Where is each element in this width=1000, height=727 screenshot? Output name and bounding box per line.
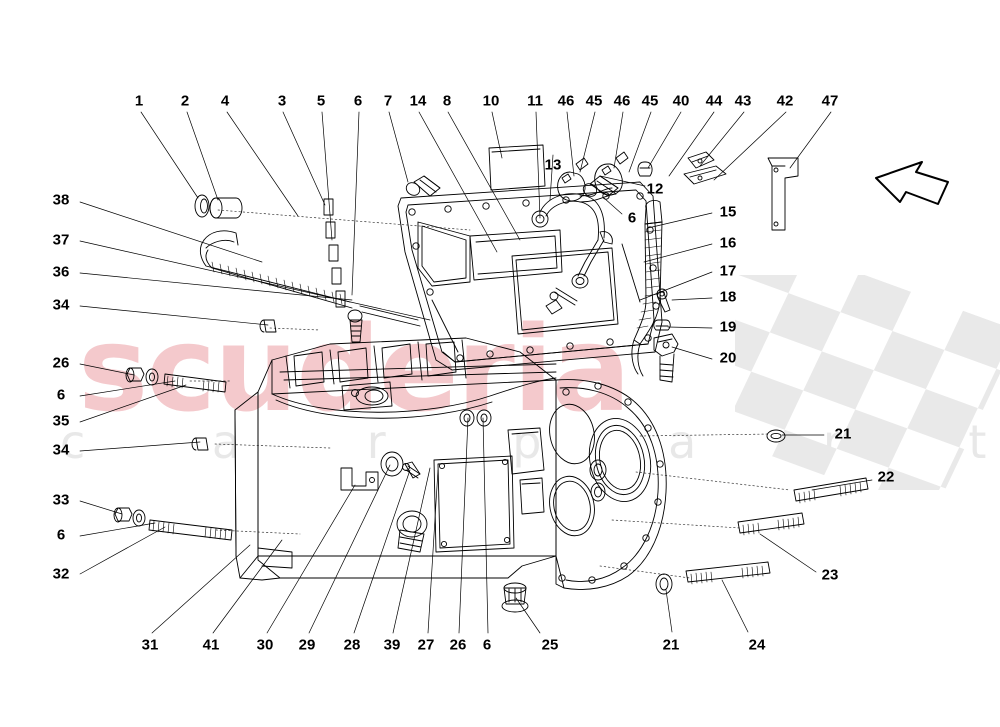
callout-41[interactable]: 41 <box>202 636 220 654</box>
part-28-bolt <box>402 461 421 479</box>
part-31-gearbox-housing <box>234 337 557 581</box>
parts-26-6-35-fasteners <box>125 367 227 393</box>
callout-45-a[interactable]: 45 <box>585 92 603 110</box>
callout-46-a[interactable]: 46 <box>557 92 575 110</box>
callout-7[interactable]: 7 <box>383 92 393 110</box>
part-34-lower-bush <box>191 437 209 451</box>
callout-8[interactable]: 8 <box>442 92 452 110</box>
callout-34-upper[interactable]: 34 <box>52 296 70 314</box>
callout-16[interactable]: 16 <box>719 234 737 252</box>
part-41-bracket-clip <box>340 467 379 491</box>
part-29-seal-ring <box>380 451 404 477</box>
parts-36-37-flex-hose <box>199 230 421 327</box>
part-14-small-bolt <box>549 287 578 306</box>
callout-36[interactable]: 36 <box>52 263 70 281</box>
callout-32[interactable]: 32 <box>52 565 70 583</box>
callout-45-b[interactable]: 45 <box>641 92 659 110</box>
callout-29[interactable]: 29 <box>298 636 316 654</box>
part-12-hose-fitting <box>571 231 613 289</box>
part-10-gasket-plate <box>488 144 546 191</box>
parts-26-6-housing-fasteners <box>459 409 492 427</box>
callout-24[interactable]: 24 <box>748 636 766 654</box>
callout-20[interactable]: 20 <box>719 349 737 367</box>
callout-21-upper[interactable]: 21 <box>834 425 852 443</box>
callout-2[interactable]: 2 <box>180 92 190 110</box>
callout-28[interactable]: 28 <box>343 636 361 654</box>
part-22-stud <box>793 477 869 504</box>
callout-23[interactable]: 23 <box>821 566 839 584</box>
callout-31[interactable]: 31 <box>141 636 159 654</box>
part-17-rod <box>621 243 641 303</box>
callout-3[interactable]: 3 <box>277 92 287 110</box>
callout-18[interactable]: 18 <box>719 288 737 306</box>
callout-43[interactable]: 43 <box>734 92 752 110</box>
callout-46-b[interactable]: 46 <box>613 92 631 110</box>
parts-21-orings <box>655 429 786 595</box>
part-30-housing-web <box>507 427 545 515</box>
callout-27[interactable]: 27 <box>417 636 435 654</box>
callout-37[interactable]: 37 <box>52 231 70 249</box>
parts-15-16-filler-tube <box>631 199 663 377</box>
callout-25[interactable]: 25 <box>541 636 559 654</box>
callout-44[interactable]: 44 <box>705 92 723 110</box>
callout-17[interactable]: 17 <box>719 262 737 280</box>
callout-12[interactable]: 12 <box>646 180 664 198</box>
parts-33-6-32-fasteners <box>113 507 233 541</box>
parts-45-46-connectors <box>557 151 629 203</box>
callout-19[interactable]: 19 <box>719 318 737 336</box>
callout-10[interactable]: 10 <box>482 92 500 110</box>
part-25-drain-plug <box>501 582 529 613</box>
part-2-bushing <box>209 197 243 219</box>
part-42-bolt <box>582 175 619 197</box>
callout-35[interactable]: 35 <box>52 412 70 430</box>
part-34-upper-bush <box>259 319 277 333</box>
callout-1[interactable]: 1 <box>134 92 144 110</box>
part-18-bolt <box>656 288 671 313</box>
part-1-seal <box>194 194 210 218</box>
callout-26-left[interactable]: 26 <box>52 354 70 372</box>
direction-arrow-icon <box>875 161 949 205</box>
callout-13[interactable]: 13 <box>544 156 562 174</box>
part-27-side-cover-plate <box>433 455 515 553</box>
callout-21-lower[interactable]: 21 <box>662 636 680 654</box>
part-24-stud <box>685 561 771 585</box>
part-40-grommet <box>637 161 653 177</box>
callout-6-top[interactable]: 6 <box>353 92 363 110</box>
part-19-cap <box>653 319 671 331</box>
callout-14[interactable]: 14 <box>409 92 427 110</box>
part-8-top-cover <box>397 181 663 371</box>
part-4-stud <box>347 309 363 343</box>
callout-34-lower[interactable]: 34 <box>52 441 70 459</box>
callout-6-left-a[interactable]: 6 <box>56 386 66 404</box>
callout-4[interactable]: 4 <box>220 92 230 110</box>
callout-38[interactable]: 38 <box>52 191 70 209</box>
callout-33[interactable]: 33 <box>52 491 70 509</box>
callout-6-left-b[interactable]: 6 <box>56 526 66 544</box>
callout-39[interactable]: 39 <box>383 636 401 654</box>
callout-15[interactable]: 15 <box>719 203 737 221</box>
part-20-sensor <box>653 333 679 383</box>
part-43-plate-bracket <box>683 165 727 185</box>
part-39-filler-boss <box>396 510 428 553</box>
callout-40[interactable]: 40 <box>672 92 690 110</box>
callout-11[interactable]: 11 <box>527 92 543 110</box>
callout-6-inner[interactable]: 6 <box>627 209 637 227</box>
callout-22[interactable]: 22 <box>877 468 895 486</box>
part-23-stud <box>737 512 805 536</box>
part-44-clip-bracket <box>687 151 715 169</box>
part-11-13-breather-hose <box>531 193 605 241</box>
callout-47[interactable]: 47 <box>821 92 839 110</box>
part-dowel-pins <box>323 198 346 308</box>
bell-housing <box>549 379 667 590</box>
callout-30[interactable]: 30 <box>256 636 274 654</box>
part-7-bolt <box>405 175 441 197</box>
part-47-support-bracket <box>767 157 799 231</box>
callout-5[interactable]: 5 <box>316 92 326 110</box>
callout-42[interactable]: 42 <box>776 92 794 110</box>
callout-6-bottom[interactable]: 6 <box>482 636 492 654</box>
callout-26-bottom[interactable]: 26 <box>449 636 467 654</box>
